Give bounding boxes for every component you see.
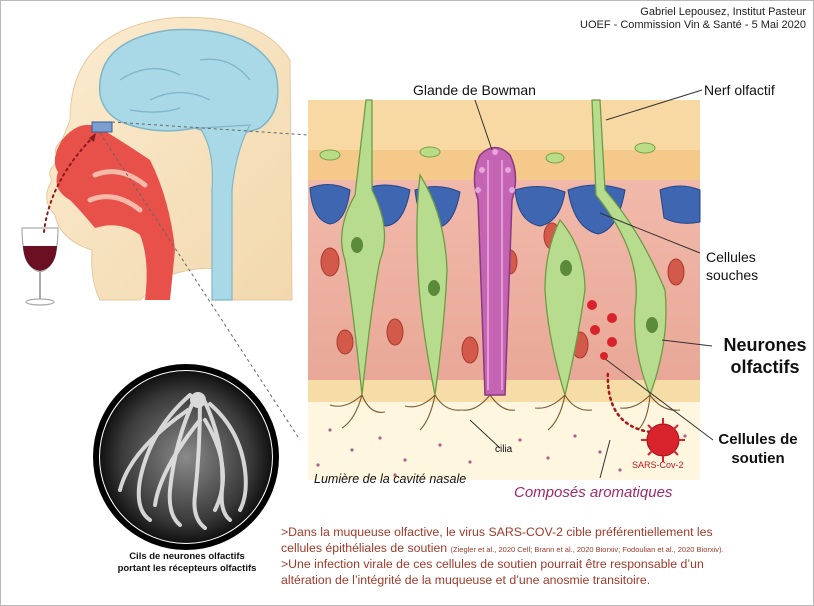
note-line-2: cellules épithéliales de soutien (Ziegle…	[281, 541, 809, 558]
micrograph-caption: Cils de neurones olfactifs portant les r…	[92, 551, 282, 575]
note-line-2-text: cellules épithéliales de soutien	[281, 541, 447, 555]
olfactory-epithelium	[308, 100, 700, 480]
sem-micrograph	[96, 367, 276, 547]
label-support-cells: Cellules de soutien	[712, 430, 804, 468]
caption-line-2: portant les récepteurs olfactifs	[92, 563, 282, 575]
olfactory-bulb	[92, 122, 112, 132]
label-nasal-lumen: Lumière de la cavité nasale	[314, 472, 466, 486]
caption-line-1: Cils de neurones olfactifs	[92, 551, 282, 563]
label-olfactory-neurons: Neurones olfactifs	[716, 334, 814, 378]
label-virus: SARS-Cov-2	[632, 460, 684, 470]
note-references: (Ziegler et al., 2020 Cell; Brann et al.…	[451, 545, 724, 554]
label-olfactory-nerve: Nerf olfactif	[704, 82, 775, 98]
label-bowman-gland: Glande de Bowman	[413, 82, 536, 98]
note-line-3: >Une infection virale de ces cellules de…	[281, 557, 809, 573]
notes-block: >Dans la muqueuse olfactive, le virus SA…	[281, 525, 809, 588]
note-line-4: altération de l’intégrité de la muqueuse…	[281, 573, 809, 589]
brain	[100, 30, 278, 135]
wine-glass-icon	[22, 228, 58, 305]
label-aromatic-compounds: Composés aromatiques	[514, 484, 672, 501]
label-stem-cells: Cellules souches	[706, 248, 776, 284]
head-cross-section	[47, 17, 292, 300]
note-line-1: >Dans la muqueuse olfactive, le virus SA…	[281, 525, 809, 541]
label-cilia: cilia	[495, 444, 512, 455]
